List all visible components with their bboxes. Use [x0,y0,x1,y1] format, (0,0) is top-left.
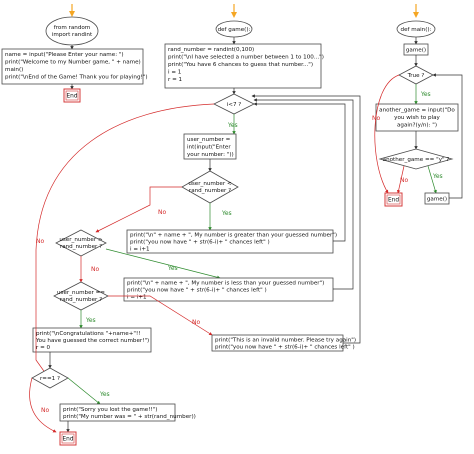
game-loop-yes-label: Yes [227,122,238,129]
game-r-condition [31,367,69,389]
game-less-condition [181,170,239,204]
game-greater-condition-line-2: rand_number ? [60,244,102,250]
game-greater-condition [55,229,107,257]
game-input-line-1: user_number = [187,137,231,143]
main-def-label: def main(): [401,27,432,33]
game-greater-line-2: print("you now have " + str(6-i)+ " chan… [130,240,270,246]
game-less-box [123,277,334,302]
game-loop-condition-label: i<7 ? [227,102,242,108]
game-congrats-line-3: r = 0 [36,345,51,351]
module-main-box [1,48,144,85]
game-init-line-4: i = 1 [168,70,182,76]
module-import-line-2: import randint [52,32,93,38]
game-less-no-label: No [158,209,166,216]
game-init-line-3: print("You have 6 chances to guess that … [168,62,313,68]
game-flow: def game(): rand_number = randint(0,100)… [29,4,361,446]
module-import-node [45,16,99,46]
game-init-line-5: r = 1 [168,77,183,83]
game-loop-no-label: No [36,238,44,245]
main-true-yes-label: Yes [420,91,431,98]
main-end-label: End [388,198,399,204]
game-end-label: End [62,437,73,443]
main-again-condition-label: another_game == "y" ? [383,157,450,163]
game-equal-condition-line-1: user_number == [57,290,105,296]
game-less-yes-label: Yes [221,210,232,217]
main-end-node [384,192,403,207]
game-init-box [164,43,322,89]
game-less-line-2: print("you now have " + str(6-i)+ " chan… [127,288,267,294]
game-equal-condition [53,281,109,311]
game-init-line-1: rand_number = randint(0,100) [168,47,254,53]
game-less-line-3: i = i+1 [127,295,147,301]
main-again-no-label: No [400,177,408,184]
game-input-line-3: your number: ")) [187,152,234,158]
main-game-call2-label: game() [427,197,447,203]
main-flow: def main(): game() True ? Yes another_ga… [372,4,463,207]
game-congrats-line-1: print("\nCongratulations "+name+"!! [36,331,140,337]
main-true-condition-label: True ? [407,73,425,79]
game-greater-condition-line-1: user_number > [59,237,103,243]
main-game-call-label: game() [406,48,426,54]
main-true-no-label: No [372,115,380,122]
game-invalid-line-2: print("you now have " + str(6-i)+ " chan… [215,345,355,351]
module-main-line-2: print("Welcome to my Number game, " + na… [5,60,141,66]
game-equal-condition-line-2: rand_number ? [60,297,102,303]
game-lost-line-1: print("Sorry you lost the game!!") [63,407,157,413]
game-invalid-line-1: print("This is an invalid number. Please… [215,338,356,344]
main-again-line-2: you wish to play [394,115,440,121]
main-again-line-3: again?(y/n): ") [397,123,437,129]
module-end-label: End [66,94,77,100]
main-again-yes-label: Yes [432,173,443,180]
game-equal-no-label: No [192,319,200,326]
module-main-line-4: print("\nEnd of the Game! Thank you for … [5,75,148,81]
game-r-yes-label: Yes [99,391,110,398]
game-less-line-1: print("\n" + name + ", My number is less… [127,281,324,287]
module-end-node [63,88,81,103]
game-equal-yes-label: Yes [85,317,96,324]
game-less-condition-line-2: rand_number ? [189,188,231,194]
game-greater-no-label: No [91,266,99,273]
module-main-line-1: name = input("Please Enter your name: ") [5,52,124,58]
game-init-line-2: print("\nI have selected a number betwee… [168,55,324,61]
main-again-condition [378,148,454,170]
main-game-call2-box [424,192,450,205]
game-def-label: def game(): [218,27,251,33]
game-input-box [183,133,237,160]
module-import-line-1: from random [54,25,91,31]
game-congrats-line-2: You have guessed the correct number!") [35,338,149,344]
game-lost-line-2: print("My number was = " + str(rand_numb… [63,414,196,420]
module-flow: from random import randint name = input(… [1,4,148,103]
game-greater-yes-label: Yes [167,265,178,272]
game-input-line-2: int(input("Enter [187,145,231,151]
game-lost-box [59,403,176,422]
game-greater-line-1: print("\n" + name + ", My number is grea… [130,233,337,239]
game-greater-line-3: i = i+1 [130,247,150,253]
game-end-node [59,431,77,446]
game-congrats-box [32,327,152,353]
module-main-line-3: main() [5,67,23,73]
game-r-no-label: No [41,407,49,414]
game-greater-box [126,229,334,254]
game-r-condition-label: r==1 ? [40,376,60,382]
game-less-condition-line-1: user_number < [188,181,232,187]
main-again-line-1: another_game = input("Do [379,108,455,114]
